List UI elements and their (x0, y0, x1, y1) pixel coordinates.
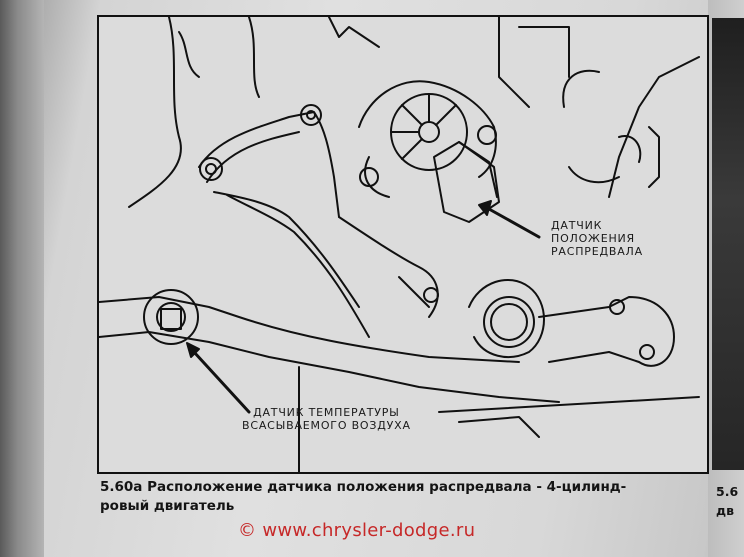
watermark: © www.chrysler-dodge.ru (238, 520, 476, 541)
figure-caption: 5.60а Расположение датчика положения рас… (100, 478, 710, 516)
page-left-shadow (0, 0, 44, 557)
camshaft-sensor-label-line1: ДАТЧИК (551, 219, 603, 232)
facing-page-caption-line1: 5.6 (716, 484, 739, 499)
facing-page-photo (712, 18, 744, 470)
air-temp-sensor-label-line2: ВСАСЫВАЕМОГО ВОЗДУХА (242, 419, 411, 432)
air-temp-sensor-label-line1: ДАТЧИК ТЕМПЕРАТУРЫ (253, 406, 400, 419)
facing-page-caption-line2: дв (716, 503, 735, 518)
camshaft-sensor-label: ДАТЧИК ПОЛОЖЕНИЯ РАСПРЕДВАЛА (551, 219, 643, 258)
camshaft-sensor-label-line2: ПОЛОЖЕНИЯ (551, 232, 636, 245)
figure-caption-line1: 5.60а Расположение датчика положения рас… (100, 479, 627, 495)
figure-caption-line2: ровый двигатель (100, 498, 235, 514)
air-temp-sensor-label: ДАТЧИК ТЕМПЕРАТУРЫ ВСАСЫВАЕМОГО ВОЗДУХА (242, 406, 411, 432)
facing-page-caption: 5.6 дв (716, 482, 738, 520)
engine-line-drawing (99, 17, 700, 472)
camshaft-sensor-label-line3: РАСПРЕДВАЛА (551, 245, 643, 258)
engine-diagram: ДАТЧИК ПОЛОЖЕНИЯ РАСПРЕДВАЛА ДАТЧИК ТЕМП… (97, 15, 709, 474)
